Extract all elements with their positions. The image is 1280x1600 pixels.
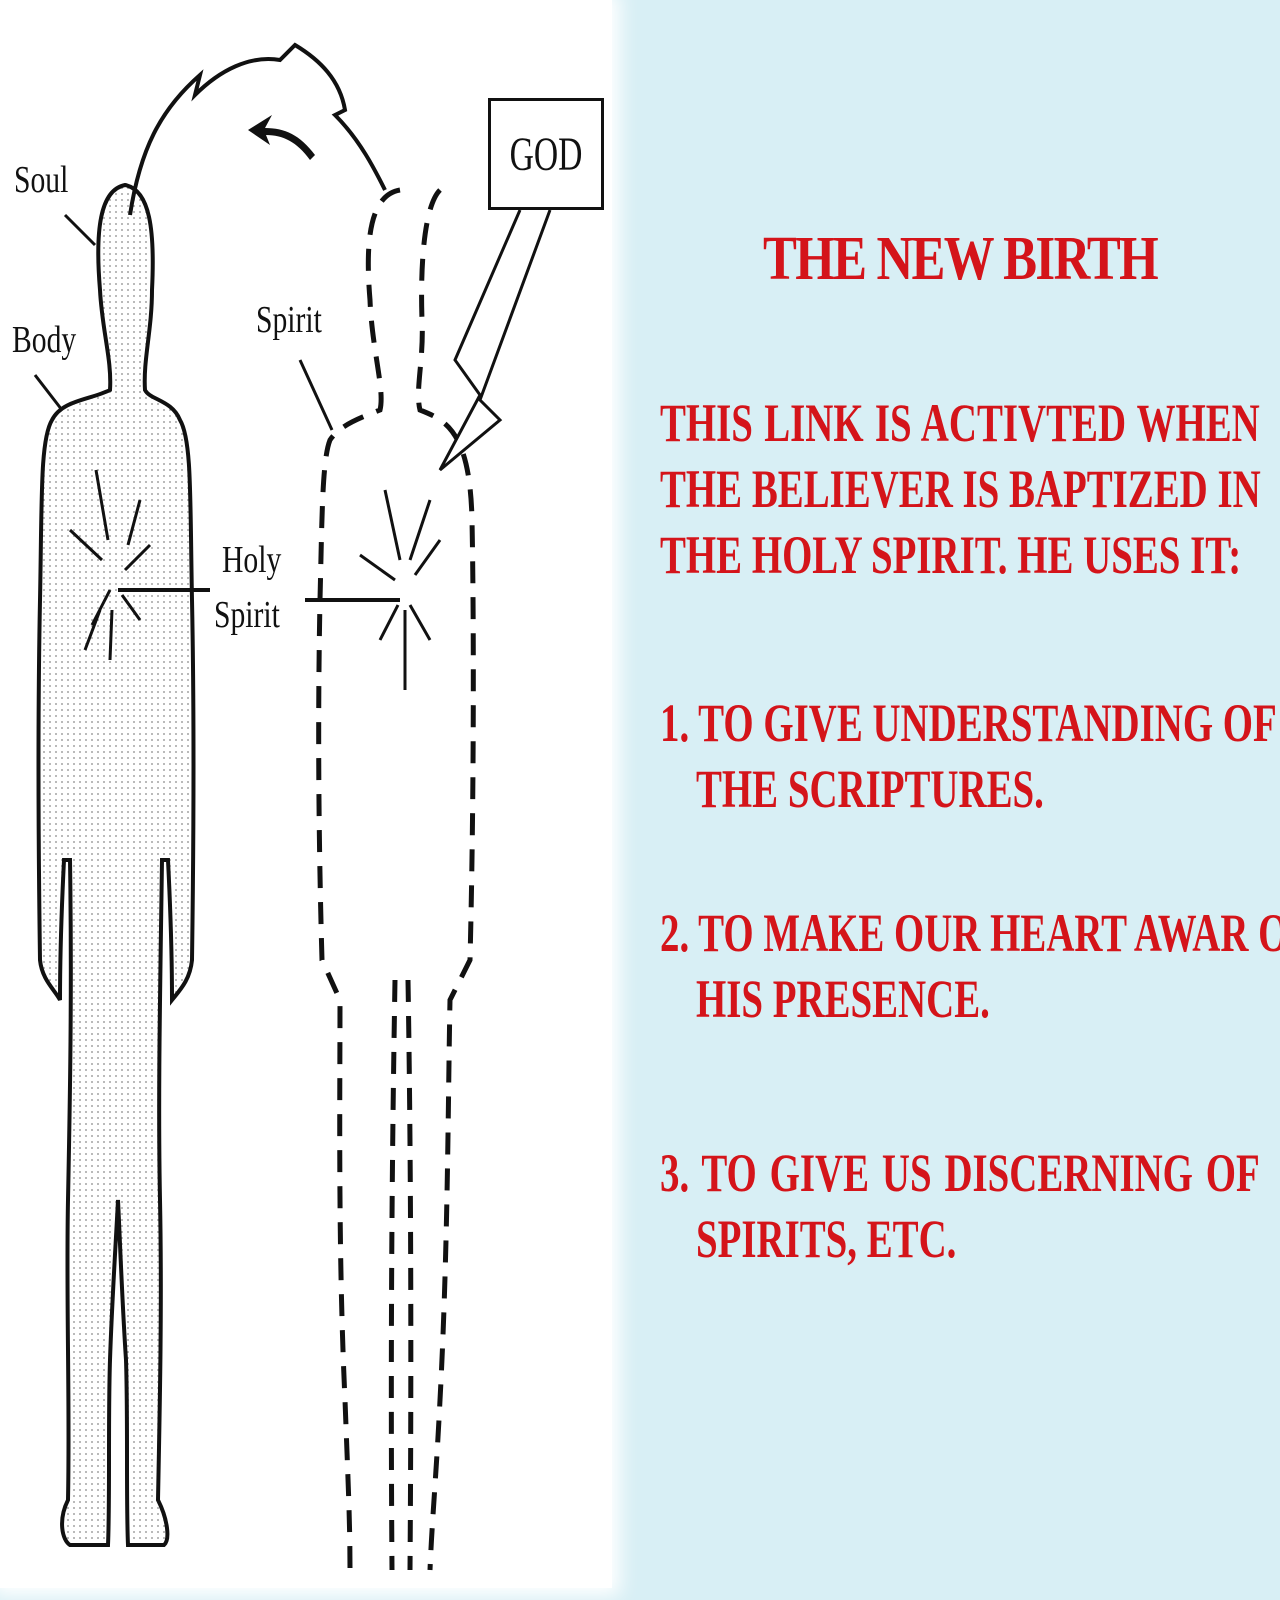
list-item-continuation: HIS PRESENCE. (696, 969, 990, 1029)
intro-line: THIS LINK IS ACTIVTED WHEN (660, 393, 1260, 453)
label-soul: Soul (14, 159, 69, 201)
text-panel: THE NEW BIRTH THIS LINK IS ACTIVTED WHEN… (660, 0, 1280, 1600)
list-item-continuation: THE SCRIPTURES. (696, 759, 1044, 819)
list-item-line: 2. TO MAKE OUR HEART AWAR OF (660, 903, 1280, 963)
intro-line: THE BELIEVER IS BAPTIZED IN (660, 459, 1261, 519)
list-item-line: 1. TO GIVE UNDERSTANDING OF (660, 693, 1277, 753)
lightning-arc (128, 42, 387, 216)
list-item-continuation: SPIRITS, ETC. (696, 1209, 957, 1269)
label-holy-spirit: Spirit (214, 594, 280, 636)
label-holy: Holy (222, 539, 282, 581)
list-item: 2. TO MAKE OUR HEART AWAR OF HIS PRESENC… (660, 900, 1280, 1032)
human-figures-illustration (33, 42, 552, 1571)
body-figure (36, 182, 196, 1547)
page-title: THE NEW BIRTH (762, 225, 1159, 293)
curved-arrow-icon (248, 115, 315, 160)
god-pointer (438, 209, 552, 472)
label-god: GOD (509, 127, 583, 181)
spirit-figure (316, 187, 476, 1571)
holy-spirit-burst-left (68, 469, 152, 661)
label-body: Body (12, 319, 77, 361)
god-box: GOD (488, 98, 604, 210)
intro-line: THE HOLY SPIRIT. HE USES IT: (660, 525, 1242, 585)
holy-spirit-burst-right (359, 489, 442, 690)
list-item: 3. TO GIVE US DISCERNING OF SPIRITS, ETC… (660, 1140, 1260, 1272)
intro-paragraph: THIS LINK IS ACTIVTED WHEN THE BELIEVER … (660, 390, 1261, 588)
list-item-line: 3. TO GIVE US DISCERNING OF (660, 1143, 1260, 1203)
diagram-panel: Soul Body Spirit Holy Spirit GOD (0, 0, 612, 1588)
label-spirit: Spirit (256, 299, 322, 341)
list-item: 1. TO GIVE UNDERSTANDING OF THE SCRIPTUR… (660, 690, 1277, 822)
